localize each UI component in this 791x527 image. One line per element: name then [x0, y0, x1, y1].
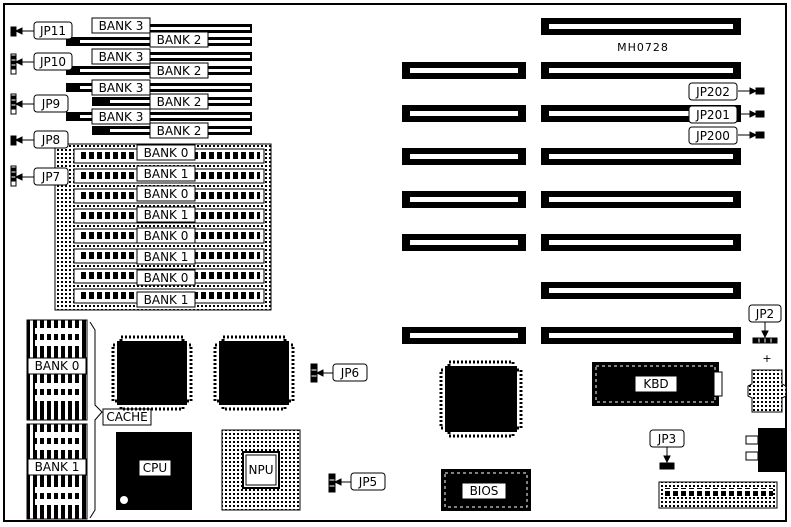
- cpu-pin1-marker: [120, 496, 128, 504]
- bank1-label-4: BANK 1: [144, 293, 189, 307]
- bank2-label-1: BANK 2: [157, 33, 202, 47]
- jp201-label: JP201: [695, 108, 730, 122]
- power-polarity-mark: +: [762, 352, 771, 365]
- bank2-label-2: BANK 2: [157, 64, 202, 78]
- jp2-label: JP2: [755, 307, 774, 321]
- plcc-chips: [111, 335, 523, 438]
- bank1-label-3: BANK 1: [144, 250, 189, 264]
- jp2-pins: [752, 322, 778, 344]
- jp11-label: JP11: [39, 24, 66, 38]
- jp202-label: JP202: [695, 85, 730, 99]
- jp6-label: JP6: [340, 366, 359, 380]
- cache-bank1-label: BANK 1: [35, 460, 80, 474]
- jp200-label: JP200: [695, 129, 730, 143]
- jp9-label: JP9: [41, 97, 60, 111]
- bank0-label-2: BANK 0: [144, 187, 189, 201]
- bank1-label-2: BANK 1: [144, 208, 189, 222]
- bios-label: BIOS: [470, 484, 499, 498]
- jp10-label: JP10: [39, 55, 66, 69]
- cache-label: CACHE: [106, 410, 147, 424]
- keyboard-connector: [758, 428, 786, 472]
- cache-modules: [26, 319, 88, 520]
- jp8-label: JP8: [41, 133, 60, 147]
- kbd-label: KBD: [643, 377, 668, 391]
- cpu-label: CPU: [143, 461, 167, 475]
- model-number: MH0728: [617, 41, 669, 54]
- bank3-label-3: BANK 3: [99, 81, 144, 95]
- jp7-label: JP7: [41, 170, 60, 184]
- bank3-label-4: BANK 3: [99, 110, 144, 124]
- bank2-label-3: BANK 2: [157, 95, 202, 109]
- bank1-label-1: BANK 1: [144, 167, 189, 181]
- jp5-label: JP5: [358, 475, 377, 489]
- bank3-label-2: BANK 3: [99, 50, 144, 64]
- cache-bracket: [89, 321, 103, 519]
- cache-bank0-label: BANK 0: [35, 359, 80, 373]
- bank-label-group: BANK 3 BANK 2 BANK 3 BANK 2 BANK 3 BANK …: [91, 17, 209, 308]
- left-jumpers: [10, 26, 34, 187]
- right-jumpers: [738, 87, 765, 139]
- power-connector: [747, 369, 787, 413]
- jp3-pins: [659, 447, 675, 470]
- bank0-label-3: BANK 0: [144, 229, 189, 243]
- bank0-label-4: BANK 0: [144, 271, 189, 285]
- jp3-label: JP3: [657, 432, 676, 446]
- bank3-label-1: BANK 3: [99, 19, 144, 33]
- center-jumpers: [310, 363, 351, 493]
- bank2-label-4: BANK 2: [157, 124, 202, 138]
- bank0-label-1: BANK 0: [144, 146, 189, 160]
- npu-label: NPU: [249, 463, 274, 477]
